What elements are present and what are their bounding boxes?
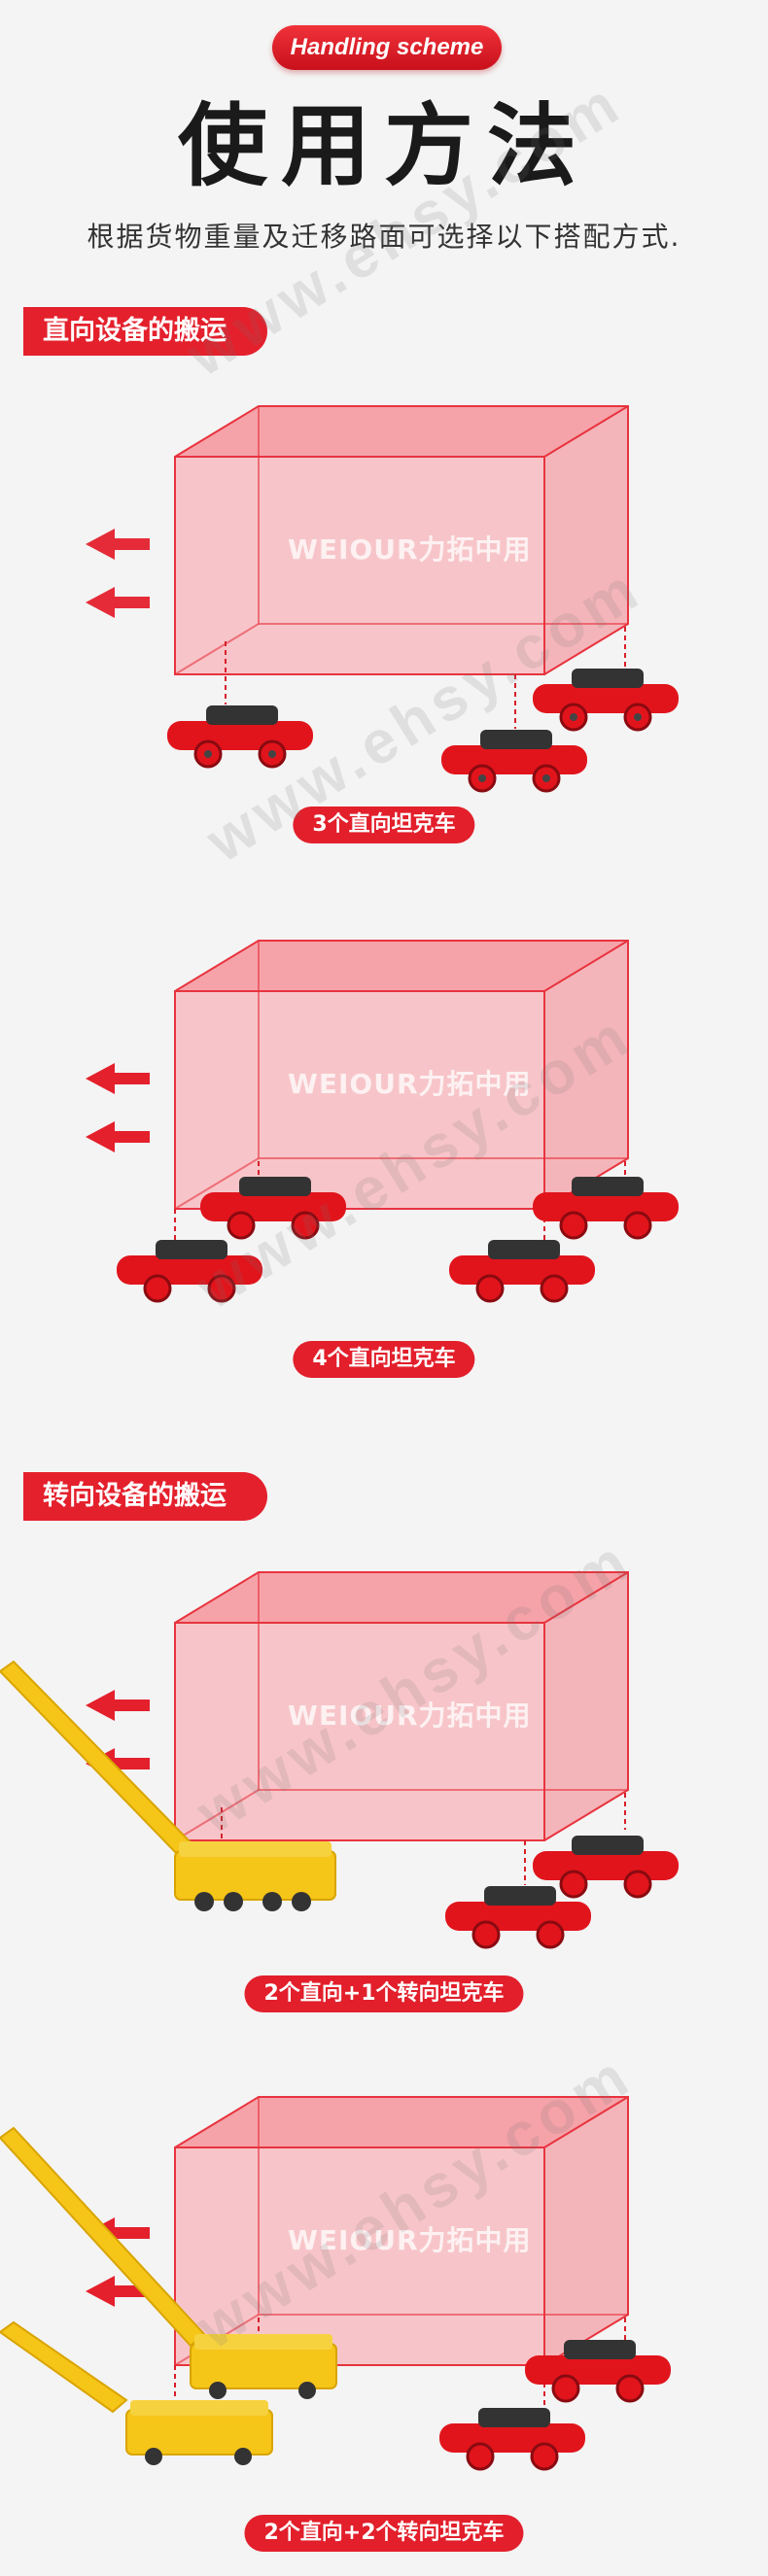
scene-caption: 4个直向坦克车 — [293, 1341, 475, 1378]
straight-dolly — [445, 1886, 591, 1949]
page-title: 使用方法 — [177, 94, 590, 198]
straight-dolly — [525, 2340, 671, 2403]
section-tag-straight: 直向设备的搬运 — [23, 307, 267, 356]
brand-mark: WEIOUR力拓中用 — [288, 533, 532, 566]
straight-dolly — [439, 2408, 585, 2471]
drop-lines — [221, 1793, 626, 1885]
scene-caption: 2个直向+1个转向坦克车 — [244, 1975, 524, 2012]
straight-dolly — [200, 1177, 346, 1240]
cargo-box — [174, 2096, 629, 2366]
scene-illustration — [86, 405, 679, 793]
drop-lines — [174, 2318, 626, 2406]
turning-dolly-handle — [0, 1660, 196, 1860]
drop-lines — [225, 627, 626, 729]
turning-dolly — [125, 2400, 273, 2465]
cargo-box — [174, 1571, 629, 1841]
straight-dolly — [449, 1240, 595, 1303]
scene-4-straight: WEIOUR力拓中用 4个直向坦克车 — [0, 923, 768, 1399]
brand-mark: WEIOUR力拓中用 — [288, 1700, 532, 1732]
straight-dolly — [167, 705, 313, 769]
scene-illustration — [86, 940, 679, 1303]
straight-dolly — [533, 1836, 679, 1899]
scene-2-straight-2-turning: WEIOUR力拓中用 2个直向+2个转向坦克车 — [0, 2079, 768, 2565]
turning-dolly — [190, 2334, 337, 2399]
direction-arrows — [86, 1063, 150, 1152]
scene-2-straight-1-turning: WEIOUR力拓中用 2个直向+1个转向坦克车 — [0, 1555, 768, 2031]
header-pill: Handling scheme — [272, 25, 502, 70]
straight-dolly — [533, 669, 679, 732]
direction-arrows — [86, 529, 150, 618]
cargo-box — [174, 940, 629, 1210]
scene-caption: 2个直向+2个转向坦克车 — [244, 2515, 524, 2552]
straight-dolly — [441, 730, 587, 793]
scene-illustration — [0, 2096, 671, 2471]
turning-dolly-handle — [0, 2126, 206, 2414]
brand-mark: WEIOUR力拓中用 — [288, 2224, 532, 2256]
page-subtitle: 根据货物重量及迁移路面可选择以下搭配方式. — [87, 221, 681, 253]
scene-illustration — [0, 1571, 679, 1949]
brand-mark: WEIOUR力拓中用 — [288, 1068, 532, 1100]
straight-dolly — [117, 1240, 262, 1303]
cargo-box — [174, 405, 629, 675]
section-tag-turning: 转向设备的搬运 — [23, 1472, 267, 1521]
straight-dolly — [533, 1177, 679, 1240]
scene-caption: 3个直向坦克车 — [293, 807, 475, 843]
turning-dolly — [174, 1841, 336, 1911]
scene-3-straight: WEIOUR力拓中用 3个直向坦克车 — [0, 389, 768, 855]
